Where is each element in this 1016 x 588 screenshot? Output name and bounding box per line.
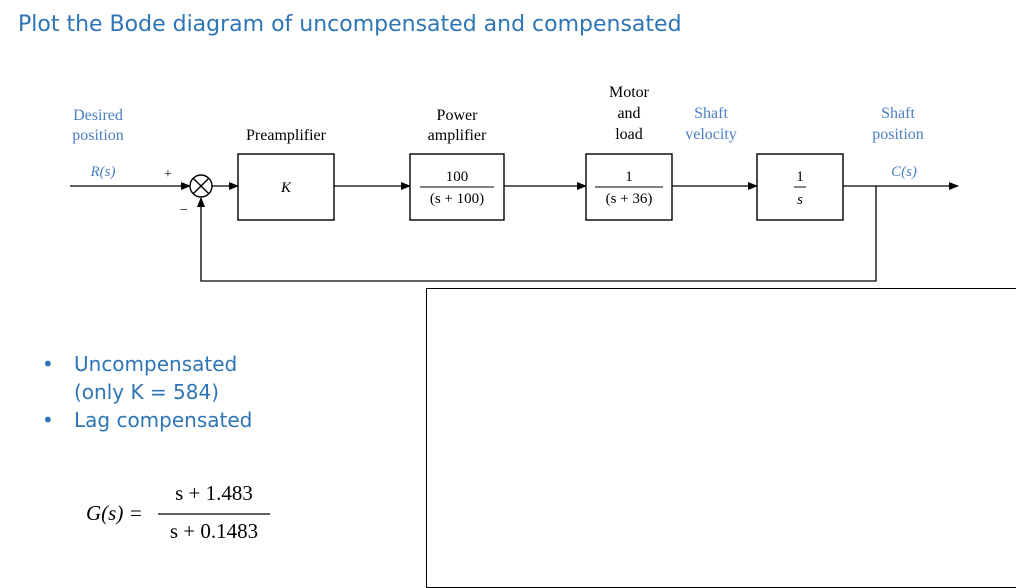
motor-label-line2: and	[617, 105, 640, 122]
bullet-lag-compensated: • Lag compensated	[40, 406, 252, 434]
bullet-dot-icon: •	[42, 352, 54, 376]
compensator-formula: G(s) = s + 1.483 s + 0.1483	[86, 481, 270, 543]
power-amp-denominator: (s + 100)	[430, 191, 484, 207]
output-label-line1: Shaft	[881, 105, 915, 122]
feedback-path	[197, 186, 877, 282]
input-label-line1: Desired	[73, 107, 123, 124]
velocity-label-line1: Shaft	[694, 105, 728, 122]
formula-denominator: s + 0.1483	[170, 519, 258, 543]
preamp-block	[237, 153, 335, 221]
bullet-uncompensated: • Uncompensated (only K = 584)	[40, 350, 252, 406]
bullet-uncompensated-line1: Uncompensated	[74, 352, 238, 376]
velocity-label-line2: velocity	[685, 126, 737, 143]
input-signal-label: R(s)	[90, 164, 116, 180]
bullet-uncompensated-line2: (only K = 584)	[74, 380, 220, 404]
motor-label-line1: Motor	[609, 84, 650, 101]
block-diagram: Desired position R(s) + − Preamplifier K…	[70, 84, 959, 282]
integrator-numerator: 1	[796, 169, 804, 185]
bullet-list: • Uncompensated (only K = 584) • Lag com…	[40, 350, 252, 434]
formula-lhs: G(s) =	[86, 501, 143, 525]
output-label-line2: position	[872, 126, 924, 143]
slide-title: Plot the Bode diagram of uncompensated a…	[18, 12, 682, 37]
power-amp-numerator: 100	[446, 169, 469, 185]
bullet-lag-compensated-text: Lag compensated	[74, 408, 253, 432]
bullet-dot-icon: •	[42, 408, 54, 432]
input-label-line2: position	[72, 127, 124, 144]
preamp-gain: K	[280, 180, 292, 196]
power-amp-label-line1: Power	[437, 107, 479, 124]
motor-label-line3: load	[615, 126, 643, 143]
formula-numerator: s + 1.483	[175, 481, 253, 505]
sum-minus-sign: −	[180, 203, 188, 218]
sum-plus-sign: +	[164, 167, 172, 182]
output-signal-label: C(s)	[891, 164, 917, 180]
power-amp-label-line2: amplifier	[428, 127, 487, 144]
preamp-label: Preamplifier	[246, 127, 327, 144]
motor-numerator: 1	[625, 169, 633, 185]
summing-junction	[189, 174, 213, 198]
motor-denominator: (s + 36)	[606, 191, 653, 207]
bode-plot-placeholder	[426, 288, 1016, 588]
integrator-denominator: s	[797, 192, 803, 208]
